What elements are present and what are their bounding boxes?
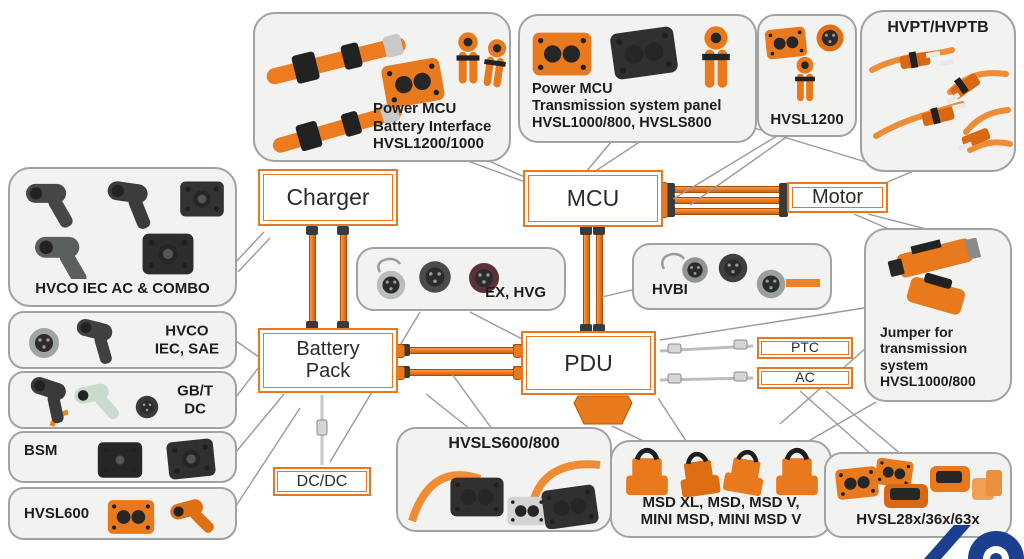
callout-label: EX, HVG	[485, 284, 546, 302]
ex-hvg-connector-icons	[376, 257, 499, 300]
charging-plug-icons	[29, 317, 122, 367]
callout-power-mcu-battery-interface: Power MCU Battery Interface HVSL1200/100…	[253, 12, 511, 162]
node-dcdc: DC/DC	[273, 467, 371, 496]
node-label: MCU	[566, 185, 620, 212]
callout-label: HVBI	[652, 281, 688, 299]
hvsl1200-connector-icons	[764, 24, 844, 102]
node-charger: Charger	[258, 169, 398, 226]
callout-hvsls600-800: HVSLS600/800	[396, 427, 612, 532]
callout-bsm: BSM	[8, 431, 237, 483]
jumper-connector-icons	[887, 238, 982, 315]
callout-label: BSM	[24, 442, 58, 459]
hvsls-connector-icons	[408, 460, 601, 529]
callout-label: HVSLS600/800	[448, 435, 560, 452]
cable-mcu-motor-1	[666, 183, 788, 195]
callout-hvco-iec-sae: HVCO IEC, SAE	[8, 311, 237, 369]
callout-hvbi: HVBI	[632, 243, 832, 310]
callout-label: HVCO IEC AC & COMBO	[35, 280, 210, 298]
callout-hvsl28x-36x-63x: HVSL28x/36x/63x	[824, 452, 1012, 538]
cable-mcu-pdu-1	[580, 226, 592, 333]
callout-msd: MSD XL, MSD, MSD V, MINI MSD, MINI MSD V	[610, 440, 832, 538]
callout-jumper-transmission: Jumper for transmission system HVSL1000/…	[864, 228, 1012, 402]
pdu-bottom-connector	[573, 395, 633, 425]
callout-label: HVSL1200	[770, 111, 844, 129]
callout-hvsl1200: HVSL1200	[757, 14, 857, 137]
charging-plug-icons	[26, 180, 224, 279]
callout-label: Jumper for transmission system HVSL1000/…	[880, 323, 976, 390]
callout-label: Power MCU Transmission system panel HVSL…	[532, 80, 722, 131]
callout-label: MSD XL, MSD, MSD V, MINI MSD, MINI MSD V	[640, 493, 802, 529]
node-battery-pack: Battery Pack	[258, 328, 398, 393]
callout-gbt-dc: GB/T DC	[8, 371, 237, 429]
node-ac: AC	[757, 367, 853, 389]
callout-label: HVPT/HVPTB	[887, 19, 989, 36]
callout-label: HVSL28x/36x/63x	[856, 511, 980, 529]
hvsl600-connector-icons	[107, 495, 218, 538]
callout-label: HVSL600	[24, 505, 90, 522]
node-label: PTC	[791, 339, 819, 356]
hvpt-cable-icons	[869, 47, 1013, 153]
node-label: Motor	[811, 185, 864, 208]
node-motor: Motor	[787, 182, 888, 213]
callout-label: GB/T DC	[177, 382, 213, 417]
node-label: Charger	[286, 184, 370, 211]
node-mcu: MCU	[523, 170, 663, 227]
cable-mcu-pdu-2	[593, 226, 605, 333]
hvbi-connector-icons	[661, 252, 820, 299]
node-pdu: PDU	[521, 331, 656, 395]
hvsl28x-connector-icons	[834, 458, 1002, 508]
charging-plug-icons	[22, 376, 159, 428]
callout-label: Power MCU Battery Interface HVSL1200/100…	[373, 100, 492, 153]
node-label: DC/DC	[296, 472, 348, 490]
callout-hvpt-hvptb: HVPT/HVPTB	[860, 10, 1016, 172]
cable-mcu-motor-3	[666, 205, 788, 217]
bsm-connector-icons	[97, 438, 217, 480]
node-label: AC	[795, 369, 815, 386]
node-label: PDU	[564, 349, 613, 376]
callout-ex-hvg: EX, HVG	[356, 247, 566, 311]
cable-charger-battery-1	[306, 226, 318, 330]
node-label: Battery Pack	[296, 337, 360, 382]
callout-hvsl600: HVSL600	[8, 487, 237, 540]
callout-power-mcu-transmission: Power MCU Transmission system panel HVSL…	[518, 14, 757, 143]
brand-logo	[924, 525, 1024, 559]
callout-label: HVCO IEC, SAE	[154, 322, 219, 357]
cable-mcu-motor-2	[666, 194, 788, 206]
lv-signal-cables	[316, 339, 754, 465]
node-ptc: PTC	[757, 337, 853, 359]
callout-hvco-iec-ac-combo: HVCO IEC AC & COMBO	[8, 167, 237, 307]
cable-charger-battery-2	[337, 226, 349, 330]
